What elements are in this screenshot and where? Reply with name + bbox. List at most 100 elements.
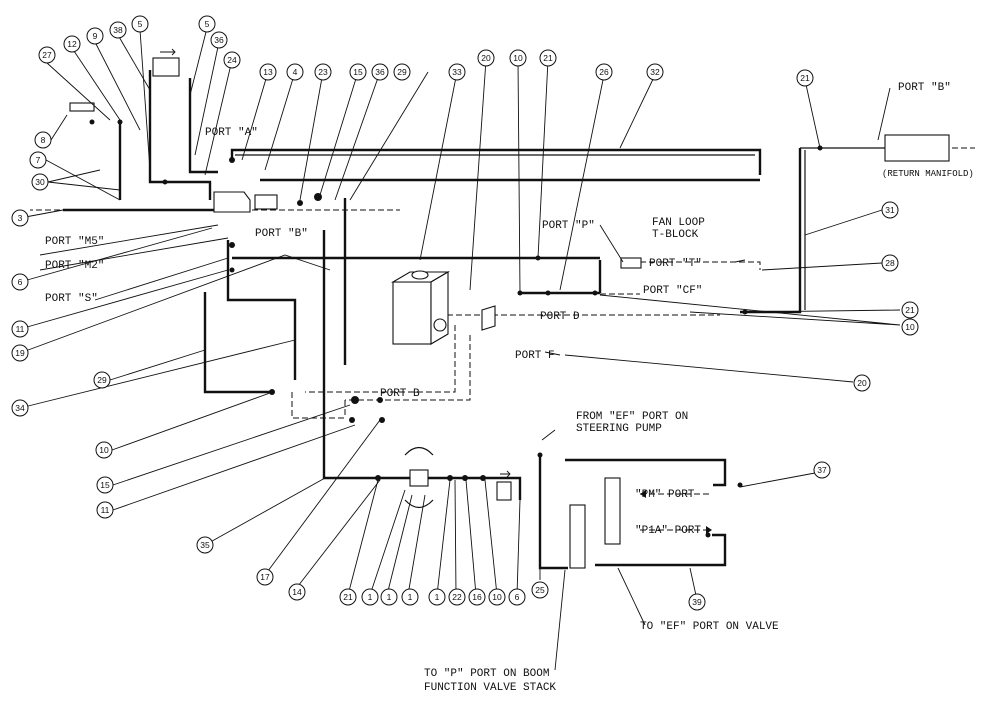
svg-text:6: 6 [18, 277, 23, 287]
svg-text:4: 4 [293, 67, 298, 77]
callout-33: 33 [448, 63, 466, 81]
svg-text:20: 20 [481, 53, 491, 63]
callout-27: 27 [38, 46, 56, 64]
svg-text:22: 22 [452, 592, 462, 602]
svg-text:27: 27 [42, 50, 52, 60]
callout-37: 37 [813, 461, 831, 479]
label-from-ef-2: STEERING PUMP [576, 423, 662, 435]
callout-13: 13 [259, 63, 277, 81]
svg-text:35: 35 [200, 540, 210, 550]
svg-text:20: 20 [857, 378, 867, 388]
dashed-lines [30, 147, 975, 531]
callout-32: 32 [646, 63, 664, 81]
callout-5a: 5 [131, 15, 149, 33]
callout-24: 24 [223, 51, 241, 69]
label-port-p: PORT "P" [542, 220, 595, 232]
svg-text:23: 23 [318, 67, 328, 77]
callout-5b: 5 [198, 15, 216, 33]
label-to-p-2: FUNCTION VALVE STACK [424, 682, 556, 694]
label-port-a: PORT "A" [205, 127, 258, 139]
svg-text:1: 1 [368, 592, 373, 602]
callout-23: 23 [314, 63, 332, 81]
label-port-b-mid: PORT B [380, 388, 420, 400]
p1a-valve-block [569, 504, 586, 569]
callout-29b: 29 [93, 371, 111, 389]
svg-text:1: 1 [435, 592, 440, 602]
svg-text:5: 5 [205, 19, 210, 29]
label-return-manifold: (RETURN MANIFOLD) [882, 169, 974, 179]
svg-text:8: 8 [41, 135, 46, 145]
svg-text:26: 26 [599, 67, 609, 77]
callout-10c: 10 [901, 318, 919, 336]
label-to-p-1: TO "P" PORT ON BOOM [424, 668, 549, 680]
components [69, 48, 950, 569]
svg-text:21: 21 [543, 53, 553, 63]
callout-15b: 15 [96, 476, 114, 494]
callout-10b: 10 [95, 441, 113, 459]
callout-4: 4 [286, 63, 304, 81]
callout-1b: 1 [380, 588, 398, 606]
callout-29a: 29 [393, 63, 411, 81]
callout-36a: 36 [210, 31, 228, 49]
filter-lower [496, 481, 512, 501]
svg-text:21: 21 [905, 305, 915, 315]
svg-text:39: 39 [692, 597, 702, 607]
callout-11a: 11 [11, 320, 29, 338]
label-port-m2: PORT "M2" [45, 260, 104, 272]
svg-text:12: 12 [67, 39, 77, 49]
callout-12: 12 [63, 35, 81, 53]
callout-38: 38 [109, 21, 127, 39]
svg-text:31: 31 [885, 205, 895, 215]
callout-16: 16 [468, 588, 486, 606]
svg-text:25: 25 [535, 585, 545, 595]
svg-text:15: 15 [100, 480, 110, 490]
callout-balloons: 27 12 9 38 5 5 36 24 13 4 23 15 36 29 33… [11, 15, 919, 611]
svg-text:34: 34 [15, 403, 25, 413]
callout-39: 39 [688, 593, 706, 611]
svg-text:11: 11 [101, 505, 110, 515]
callout-22: 22 [448, 588, 466, 606]
svg-text:15: 15 [353, 67, 363, 77]
svg-text:10: 10 [492, 592, 502, 602]
callout-8: 8 [34, 131, 52, 149]
svg-text:17: 17 [260, 572, 270, 582]
callout-30: 30 [31, 173, 49, 191]
callout-15a: 15 [349, 63, 367, 81]
svg-text:29: 29 [97, 375, 107, 385]
svg-text:14: 14 [292, 587, 302, 597]
fan-loop-t-block [620, 257, 642, 269]
callout-1d: 1 [428, 588, 446, 606]
callout-31: 31 [881, 201, 899, 219]
lower-tee [409, 469, 429, 487]
svg-text:3: 3 [18, 213, 23, 223]
callout-9: 9 [86, 27, 104, 45]
return-manifold [884, 134, 950, 162]
callout-6a: 6 [11, 273, 29, 291]
label-port-d: PORT D [540, 311, 580, 323]
label-port-b-return: PORT "B" [898, 82, 951, 94]
leader-lines [19, 27, 901, 671]
callout-35: 35 [196, 536, 214, 554]
port-a-fitting [254, 194, 278, 210]
label-port-t: PORT "T" [649, 258, 702, 270]
svg-text:5: 5 [138, 19, 143, 29]
svg-text:10: 10 [905, 322, 915, 332]
label-pm-port: "PM" PORT [635, 489, 695, 501]
callout-21a: 21 [539, 49, 557, 67]
svg-text:28: 28 [885, 258, 895, 268]
port-d-valve [481, 305, 496, 331]
label-p1a-port: "P1A" PORT [635, 525, 701, 537]
svg-text:36: 36 [214, 35, 224, 45]
svg-text:10: 10 [513, 53, 523, 63]
svg-text:13: 13 [263, 67, 273, 77]
callout-34: 34 [11, 399, 29, 417]
callout-11b: 11 [96, 501, 114, 519]
label-port-b: PORT "B" [255, 228, 308, 240]
svg-text:19: 19 [15, 348, 25, 358]
label-from-ef-1: FROM "EF" PORT ON [576, 411, 688, 423]
callout-26: 26 [595, 63, 613, 81]
pm-valve-block [604, 477, 621, 545]
callout-28: 28 [881, 254, 899, 272]
svg-text:1: 1 [387, 592, 392, 602]
label-port-m5: PORT "M5" [45, 236, 104, 248]
